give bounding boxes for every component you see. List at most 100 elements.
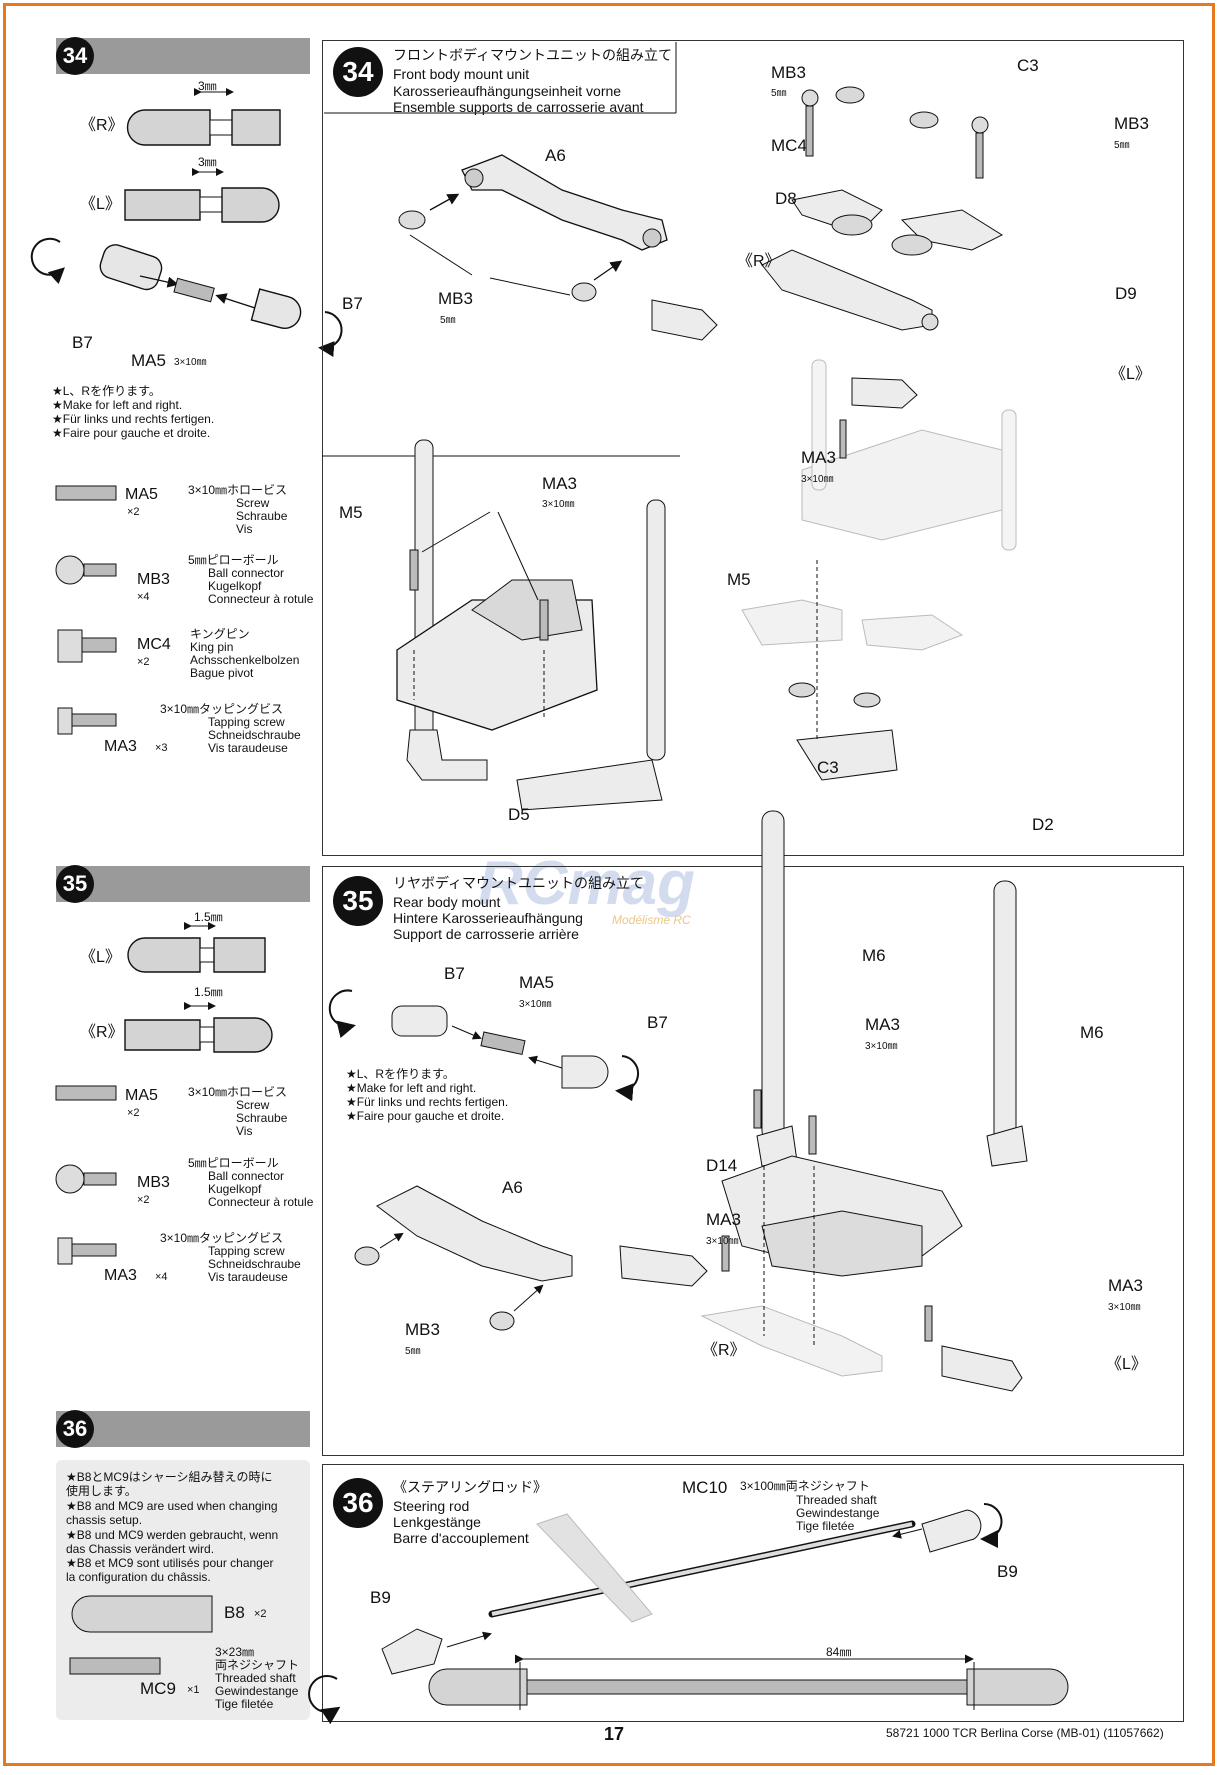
s35-note-jp: ★L、Rを作ります。 [346,1067,455,1081]
step-36-title-de: Lenkgestänge [393,1514,481,1530]
s34-mb3-b: MB3 [771,63,806,82]
s34-ma3-a: MA3 [801,448,836,467]
s34-mb3-a-size: 5㎜ [440,315,456,326]
s34-c3-b: C3 [817,758,839,777]
s35-mb3-size: 5㎜ [405,1346,421,1357]
s36-note-de2: das Chassis verändert wird. [66,1542,215,1556]
s34-part-ma5-fr: Vis [236,522,253,536]
s35-a6: A6 [502,1178,523,1197]
step-36-b8-mc9-icons [69,1595,213,1675]
watermark-sub: Modélisme RC [612,913,691,927]
step-34-note-de: ★Für links und rechts fertigen. [52,412,215,426]
s36-mc9-jp1: 3×23㎜ [215,1645,255,1659]
s35-b7-a: B7 [444,964,465,983]
step-34-panel [322,40,1184,856]
step-35-diagram [328,810,1028,1392]
s34-d2: D2 [1032,815,1054,834]
s36-mc9: MC9 [140,1679,176,1698]
s34-part-ma5-code: MA5 [125,486,158,503]
s34-part-ma5-de: Schraube [236,509,288,523]
step-35-parts-icons [55,1085,117,1265]
step-34-gap-1: 3㎜ [198,79,217,93]
s36-b8: B8 [224,1603,245,1622]
s35-b7-b: B7 [647,1013,668,1032]
s34-part-ma3-code: MA3 [104,738,137,755]
s35-part-mb3-en: Ball connector [208,1169,285,1183]
s35-part-ma5-jp: 3×10㎜ホロービス [188,1085,288,1099]
page-number: 17 [604,1724,625,1744]
step-35-title-de: Hintere Karosserieaufhängung [393,910,583,926]
s36-note-de1: ★B8 und MC9 werden gebraucht, wenn [66,1528,279,1542]
s34-part-mc4-code: MC4 [137,636,171,653]
s36-mc10-en: Threaded shaft [796,1493,877,1507]
s36-mc9-en: Threaded shaft [215,1671,296,1685]
s36-mc9-fr: Tige filetée [215,1697,274,1711]
s35-part-mb3-code: MB3 [137,1174,170,1191]
s35-m6-b: M6 [1080,1023,1104,1042]
s35-part-ma5-fr: Vis [236,1124,253,1138]
s36-mc10-fr: Tige filetée [796,1519,855,1533]
s35-part-ma3-jp: 3×10㎜タッピングビス [160,1231,284,1245]
step-36-diagram [308,1503,1069,1725]
s34-part-ma3-en: Tapping screw [208,715,285,729]
s36-mc9-count: ×1 [187,1684,200,1696]
step-35-gap-2: 1.5㎜ [194,985,223,999]
page-frame [3,3,1215,1766]
s36-note-jp1: ★B8とMC9はシャーシ組み替えの時に [66,1470,273,1484]
step-34-bar [56,38,310,74]
step-36-bar [56,1411,310,1447]
s36-b8-count: ×2 [254,1608,267,1620]
s34-part-ma5-count: ×2 [127,506,140,518]
s35-part-mb3-count: ×2 [137,1194,150,1206]
s36-note-jp2: 使用します。 [66,1484,137,1498]
s35-side-l: 《L》 [1106,1356,1147,1373]
step-34-gap-2: 3㎜ [198,155,217,169]
step-36-title-jp: 《ステアリングロッド》 [393,1479,547,1495]
s36-b9-left: B9 [370,1588,391,1607]
step-34-ma5-size: 3×10㎜ [174,357,207,368]
s35-note-de: ★Für links und rechts fertigen. [346,1095,509,1109]
s34-part-mc4-de: Achsschenkelbolzen [190,653,300,667]
step-36-note-box [56,1460,310,1720]
step-35-side-r: 《R》 [80,1024,124,1041]
s34-m5-a: M5 [339,503,363,522]
step-35-main-badge: 35 [333,876,383,926]
s34-c3: C3 [1017,56,1039,75]
step-35-panel [322,866,1184,1456]
s36-mc10-de: Gewindestange [796,1506,880,1520]
s34-part-mb3-code: MB3 [137,571,170,588]
s36-note-en2: chassis setup. [66,1513,143,1527]
s35-part-ma3-count: ×4 [155,1271,168,1283]
s34-d5: D5 [508,805,530,824]
s34-part-ma3-jp: 3×10㎜タッピングビス [160,702,284,716]
s36-mc10: MC10 [682,1478,728,1497]
step-35-rodend-illustrations [124,922,273,1053]
step-34-parts-icons [55,485,117,735]
s35-part-ma5-count: ×2 [127,1107,140,1119]
s35-mb3: MB3 [405,1320,440,1339]
s34-d8: D8 [775,189,797,208]
step-34-note-jp: ★L、Rを作ります。 [52,384,161,398]
s34-mb3-c-size: 5㎜ [1114,140,1130,151]
s35-side-r: 《R》 [702,1342,746,1359]
s34-ma3-b-size: 3×10㎜ [542,499,575,510]
s35-ma5-size: 3×10㎜ [519,999,552,1010]
step-35-title-en: Rear body mount [393,894,501,910]
footer-reference: 58721 1000 TCR Berlina Corse (MB-01) (11… [886,1726,1164,1740]
watermark: RCmag [478,849,696,918]
step-35-title-fr: Support de carrosserie arrière [393,926,579,942]
s36-mc10-jp: 3×100㎜両ネジシャフト [740,1479,870,1493]
s36-mc9-de: Gewindestange [215,1684,299,1698]
s34-part-mb3-de: Kugelkopf [208,579,262,593]
step-36-title-en: Steering rod [393,1498,470,1514]
s35-part-ma5-code: MA5 [125,1087,158,1104]
step-34-title-jp: フロントボディマウントユニットの組み立て [393,47,673,63]
step-34-note-en: ★Make for left and right. [52,398,183,412]
s34-part-mc4-en: King pin [190,640,234,654]
s34-part-mc4-jp: キングピン [190,627,250,641]
s34-side-l: 《L》 [1110,366,1151,383]
s35-part-ma5-en: Screw [236,1098,270,1112]
s36-note-en1: ★B8 and MC9 are used when changing [66,1499,278,1513]
s36-b9-right: B9 [997,1562,1018,1581]
s34-mc4: MC4 [771,136,807,155]
